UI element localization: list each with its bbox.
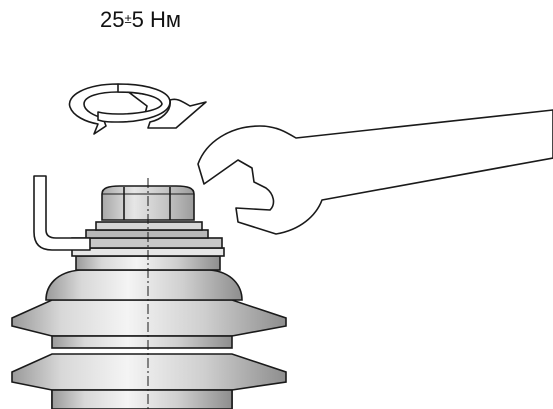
insulator-body [11, 247, 287, 409]
open-end-wrench [197, 109, 553, 235]
torque-annotation: 25±5 Нм [100, 6, 181, 33]
torque-value: 25 [100, 7, 125, 32]
washer-stack [71, 221, 223, 249]
plus-minus-sign: ± [124, 11, 132, 26]
torque-unit: Нм [150, 7, 182, 32]
torque-tolerance: 5 [131, 7, 144, 32]
hex-key [33, 175, 91, 251]
rotation-arrow-icon [68, 83, 207, 135]
